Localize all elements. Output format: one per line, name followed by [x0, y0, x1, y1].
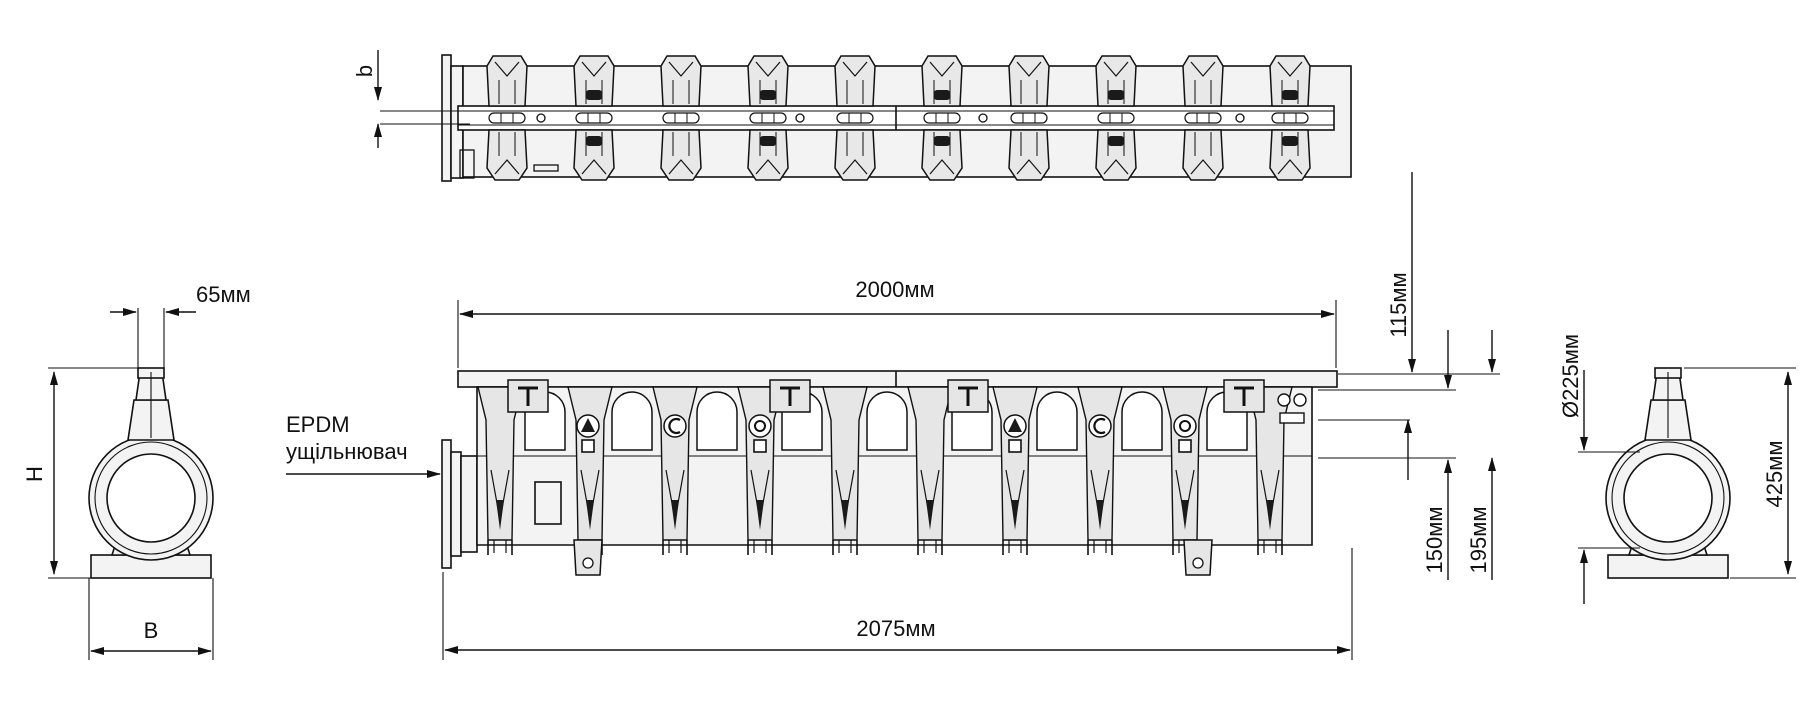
support-foot [1183, 539, 1213, 576]
label-225: Ø225мм [1558, 334, 1583, 418]
label-150: 150мм [1422, 507, 1447, 574]
symbol-badge [1173, 414, 1197, 453]
seal-label-line1: EPDM [286, 412, 350, 437]
seal-callout: EPDM ущільнювач [286, 412, 441, 478]
dimension-2075: 2075мм [442, 548, 1353, 660]
pipe-clamp [507, 379, 549, 413]
end-detail [1277, 393, 1307, 424]
top-module [1182, 55, 1224, 181]
arch-opening [1121, 391, 1163, 451]
top-module [573, 55, 615, 181]
label-195: 195мм [1466, 507, 1491, 574]
top-module [1008, 55, 1050, 181]
front-column [907, 386, 953, 555]
label-425: 425мм [1762, 441, 1787, 508]
arch-opening [611, 391, 653, 451]
front-column [1247, 386, 1293, 555]
top-module [660, 55, 702, 181]
dimension-b-width: B [88, 578, 214, 660]
dimension-115: 115мм [1338, 172, 1500, 375]
top-module [1269, 55, 1311, 181]
rail-hole [536, 113, 546, 123]
symbol-badge [576, 414, 600, 453]
dimension-2000: 2000мм [457, 277, 1337, 368]
rail-hole [978, 113, 988, 123]
top-module [486, 55, 528, 181]
front-top-plate [457, 370, 1338, 388]
top-module [921, 55, 963, 181]
symbol-badge [748, 414, 772, 453]
dimension-65: 65мм [110, 282, 251, 370]
support-foot [573, 539, 603, 576]
label-h: H [22, 466, 47, 482]
dimension-h: H [22, 367, 140, 579]
right-side-view [1605, 367, 1731, 579]
label-115: 115мм [1386, 272, 1411, 337]
arch-opening [1036, 391, 1078, 451]
dimension-195: 195мм [1318, 330, 1496, 580]
front-column [822, 386, 868, 555]
pipe-clamp [769, 379, 811, 413]
top-module [1095, 55, 1137, 181]
front-view [441, 370, 1338, 576]
arch-opening [866, 391, 908, 451]
label-b-width: B [144, 618, 159, 643]
top-module [834, 55, 876, 181]
front-flange [441, 439, 452, 569]
top-module [747, 55, 789, 181]
dimension-150: 150мм [1318, 330, 1456, 580]
symbol-badge [1088, 414, 1112, 438]
pipe-clamp [1223, 379, 1265, 413]
top-view [441, 54, 1352, 182]
left-side-view [88, 367, 214, 579]
dimension-425: 425мм [1684, 367, 1796, 579]
label-2000: 2000мм [855, 277, 934, 302]
seal-label-line2: ущільнювач [286, 439, 408, 464]
label-b: b [352, 65, 377, 77]
arch-opening [696, 391, 738, 451]
pipe-clamp [947, 379, 989, 413]
label-2075: 2075мм [856, 616, 935, 641]
rail-hole [795, 113, 805, 123]
rail-hole [1235, 113, 1245, 123]
label-65: 65мм [196, 282, 251, 307]
dimension-225: Ø225мм [1558, 334, 1640, 604]
symbol-badge [1003, 414, 1027, 453]
symbol-badge [663, 414, 687, 438]
dimension-b: b [352, 50, 470, 148]
